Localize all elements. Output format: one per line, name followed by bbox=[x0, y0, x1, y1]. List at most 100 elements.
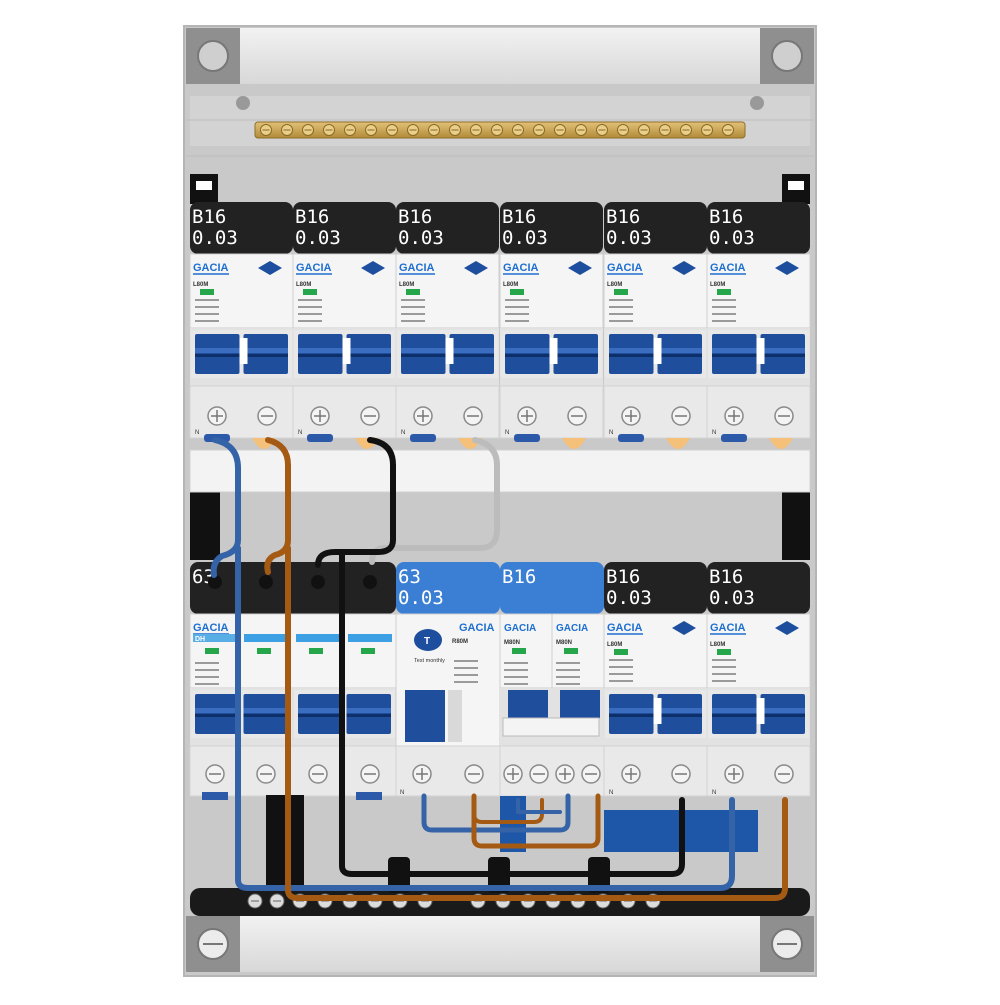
busbar-screw-icon bbox=[638, 124, 650, 136]
test-button[interactable]: T bbox=[414, 629, 442, 651]
test-button-label: T bbox=[424, 636, 430, 647]
spec-text-line bbox=[195, 320, 219, 322]
terminal-screw-icon bbox=[413, 406, 433, 426]
wire-ferrule bbox=[769, 438, 793, 449]
brand-label: GACIA bbox=[503, 262, 539, 274]
spec-text-line bbox=[712, 680, 736, 682]
status-indicator bbox=[564, 648, 578, 654]
wire-ferrule bbox=[721, 434, 747, 442]
spec-text-line bbox=[712, 306, 736, 308]
wire-blue bbox=[210, 437, 241, 578]
toggle-handle[interactable] bbox=[760, 334, 806, 374]
brand-label: GACIA bbox=[459, 622, 495, 634]
toggle-handle[interactable] bbox=[243, 334, 289, 374]
toggle-handle[interactable] bbox=[346, 334, 392, 374]
busbar-screw-icon bbox=[533, 124, 545, 136]
toggle-handle[interactable] bbox=[657, 694, 703, 734]
diamond-logo-icon bbox=[775, 621, 799, 635]
busbar-screw-icon bbox=[680, 124, 692, 136]
breaker-sensitivity: 0.03 bbox=[502, 227, 548, 249]
wire-black-main bbox=[339, 549, 685, 877]
terminal-screw-icon bbox=[581, 764, 601, 784]
breaker-rating: B16 bbox=[502, 206, 536, 228]
toggle-handle[interactable] bbox=[609, 694, 654, 734]
corner-screw-icon bbox=[186, 28, 240, 84]
toggle-handle[interactable] bbox=[760, 694, 806, 734]
breaker-sensitivity: 0.03 bbox=[709, 587, 755, 609]
busbar-screw-icon bbox=[365, 124, 377, 136]
toggle-handle[interactable] bbox=[195, 334, 240, 374]
breaker-model: L80M bbox=[710, 282, 725, 288]
terminal-screw-icon bbox=[360, 764, 380, 784]
terminal-screw-icon bbox=[256, 764, 276, 784]
bottom-cover-strip bbox=[240, 916, 760, 972]
neutral-terminal-label: N bbox=[401, 430, 405, 436]
terminal-screw-icon bbox=[529, 764, 549, 784]
terminal-screw-icon bbox=[247, 893, 263, 909]
terminal-hole-icon bbox=[259, 575, 273, 589]
toggle-handle[interactable] bbox=[243, 694, 289, 734]
breaker-sensitivity: 0.03 bbox=[192, 227, 238, 249]
terminal-screw-icon bbox=[671, 764, 691, 784]
brand-label: GACIA bbox=[296, 262, 332, 274]
wire-blue-rcd bbox=[421, 793, 571, 833]
busbar-screw-icon bbox=[260, 124, 272, 136]
toggle-handle[interactable] bbox=[553, 334, 599, 374]
brand-label: GACIA bbox=[193, 622, 229, 634]
toggle-handle[interactable] bbox=[298, 694, 343, 734]
rcd-toggle-handle[interactable] bbox=[405, 690, 445, 742]
neutral-terminal-label: N bbox=[400, 790, 404, 796]
toggle-handle[interactable] bbox=[609, 334, 654, 374]
breaker-rating: B16 bbox=[709, 566, 743, 588]
spec-text-line bbox=[195, 299, 219, 301]
busbar-screw-icon bbox=[323, 124, 335, 136]
terminal-screw-icon bbox=[308, 764, 328, 784]
wire-black bbox=[315, 437, 396, 568]
toggle-handle[interactable] bbox=[712, 694, 757, 734]
busbar-screw-icon bbox=[512, 124, 524, 136]
busbar-screw-icon bbox=[617, 124, 629, 136]
breaker-rating: B16 bbox=[295, 206, 329, 228]
spec-text-line bbox=[712, 659, 736, 661]
toggle-handle[interactable] bbox=[657, 334, 703, 374]
breaker-model: L80M bbox=[710, 642, 725, 648]
m80n-unit: GACIA M80N bbox=[499, 613, 553, 689]
m80n-model: M80N bbox=[504, 640, 520, 646]
status-indicator bbox=[717, 289, 731, 295]
breaker-sensitivity: 0.03 bbox=[606, 227, 652, 249]
spec-text-line bbox=[505, 320, 529, 322]
spec-text-line bbox=[556, 662, 580, 664]
main-switch-label: 63 bbox=[190, 562, 396, 614]
brand-label: GACIA bbox=[504, 623, 536, 634]
toggle-handle[interactable] bbox=[346, 694, 392, 734]
terminal-block bbox=[292, 385, 397, 439]
terminal-screw-icon bbox=[621, 406, 641, 426]
busbar-screw-icon bbox=[491, 124, 503, 136]
toggle-handle[interactable] bbox=[505, 334, 550, 374]
toggle-handle[interactable] bbox=[298, 334, 343, 374]
breaker-model: L80M bbox=[399, 282, 414, 288]
spec-text-line bbox=[504, 676, 528, 678]
toggle-handle[interactable] bbox=[195, 694, 240, 734]
toggle-handle[interactable] bbox=[560, 690, 600, 718]
terminal-screw-icon bbox=[774, 406, 794, 426]
terminal-block bbox=[395, 385, 500, 439]
neutral-terminal-label: N bbox=[298, 430, 302, 436]
neutral-terminal-label: N bbox=[505, 430, 509, 436]
diamond-logo-icon bbox=[258, 261, 282, 275]
toggle-handle[interactable] bbox=[449, 334, 495, 374]
toggle-handle[interactable] bbox=[712, 334, 757, 374]
neutral-terminal-label: N bbox=[609, 790, 613, 796]
toggle-handle[interactable] bbox=[508, 690, 548, 718]
toggle-handle[interactable] bbox=[401, 334, 446, 374]
status-indicator bbox=[614, 289, 628, 295]
status-indicator bbox=[205, 648, 219, 654]
